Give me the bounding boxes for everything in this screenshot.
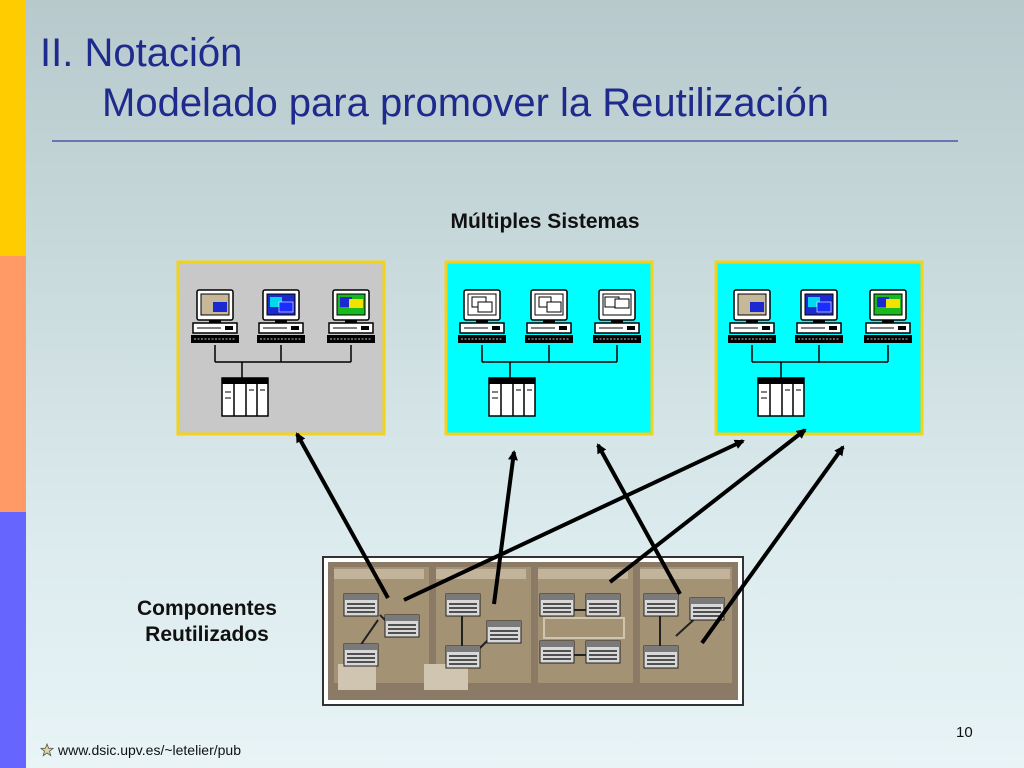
server-cabinet-icon [488, 377, 536, 417]
desktop-computer-icon [457, 289, 507, 344]
system-panel-1 [176, 260, 386, 436]
reuse-arrow [492, 450, 518, 605]
reuse-arrow [295, 432, 390, 599]
reuse-arrows [295, 428, 845, 645]
network-lines [214, 345, 352, 378]
uml-class-icon [343, 593, 379, 617]
system-panel-3 [714, 260, 924, 436]
title-divider [52, 140, 958, 142]
server-cabinet-icon [757, 377, 805, 417]
components-label: Componentes Reutilizados [96, 596, 318, 648]
uml-class-icon [445, 593, 481, 617]
sidebar-segment-orange [0, 256, 26, 512]
title-line-2: Modelado para promover la Reutilización [102, 81, 830, 125]
desktop-computer-icon [727, 289, 777, 344]
uml-class-icon [384, 614, 420, 638]
reuse-arrow [608, 428, 807, 584]
system-panel-2 [444, 260, 654, 436]
network-lines [481, 345, 618, 378]
desktop-computer-icon [863, 289, 913, 344]
page-number: 10 [956, 724, 973, 741]
sidebar-segment-yellow [0, 0, 26, 256]
server-cabinet-icon [221, 377, 269, 417]
title-line-1: II. Notación [40, 31, 243, 75]
reuse-arrow [700, 445, 845, 645]
components-label-line-1: Componentes [136, 597, 277, 620]
uml-class-icon [486, 620, 522, 644]
desktop-computer-icon [190, 289, 240, 344]
star-bullet-icon [40, 743, 54, 757]
uml-class-icon [643, 645, 679, 669]
uml-class-icon [585, 593, 621, 617]
reuse-arrow [403, 439, 745, 602]
uml-class-icon [343, 643, 379, 667]
desktop-computer-icon [592, 289, 642, 344]
uml-class-icon [585, 640, 621, 664]
reuse-arrow [596, 443, 682, 595]
components-label-line-2: Reutilizados [145, 623, 269, 646]
uml-class-icon [539, 593, 575, 617]
slide-title: II. Notación Modelado para promover la R… [40, 28, 829, 128]
desktop-computer-icon [524, 289, 574, 344]
systems-heading: Múltiples Sistemas [450, 210, 640, 233]
desktop-computer-icon [326, 289, 376, 344]
sidebar-segment-blue [0, 512, 26, 768]
uml-class-icon [445, 645, 481, 669]
desktop-computer-icon [256, 289, 306, 344]
uml-class-icon [643, 593, 679, 617]
uml-class-icon [539, 640, 575, 664]
components-panel [322, 556, 744, 706]
footer-url-link[interactable]: www.dsic.upv.es/~letelier/pub [58, 742, 241, 758]
network-lines [751, 345, 889, 378]
footer: www.dsic.upv.es/~letelier/pub [40, 742, 241, 758]
sidebar-accent [0, 0, 26, 768]
desktop-computer-icon [794, 289, 844, 344]
